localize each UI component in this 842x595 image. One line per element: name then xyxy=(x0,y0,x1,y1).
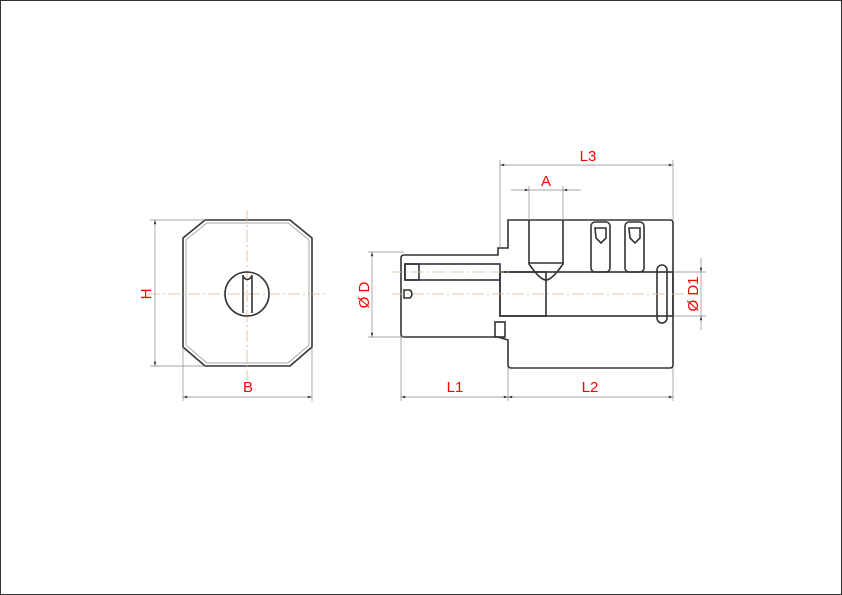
dimension-label-d: Ø D xyxy=(356,282,373,309)
dimension-label-b: B xyxy=(243,379,253,396)
shank-outline xyxy=(400,219,674,369)
front-view: H B xyxy=(138,210,325,401)
small-screw-bottom xyxy=(494,321,506,338)
set-screw-1 xyxy=(590,221,611,273)
key-slot-top xyxy=(242,275,253,281)
set-screw-1-hex xyxy=(594,227,607,245)
dimension-label-d1: Ø D1 xyxy=(685,276,702,311)
d1-text: D1 xyxy=(685,276,702,295)
set-screw-2 xyxy=(624,221,645,273)
dimension-label-h: H xyxy=(138,289,155,300)
small-screw-left xyxy=(403,289,413,299)
diameter-symbol: Ø xyxy=(685,300,702,312)
dimension-label-a: A xyxy=(541,173,551,190)
front-view-outline xyxy=(182,219,313,367)
set-screw-2-hex xyxy=(628,227,641,245)
front-view-chamfer-line xyxy=(185,222,310,364)
diameter-symbol: Ø xyxy=(356,296,373,308)
dimension-label-l3: L3 xyxy=(580,148,597,165)
clamp-screw-hole xyxy=(528,220,564,281)
d-text: D xyxy=(356,282,373,293)
dimension-label-l2: L2 xyxy=(582,379,599,396)
side-section-view: L3 A Ø D Ø D1 L1 L2 xyxy=(356,148,706,401)
bore-circle xyxy=(224,271,270,317)
dimension-label-l1: L1 xyxy=(447,379,464,396)
